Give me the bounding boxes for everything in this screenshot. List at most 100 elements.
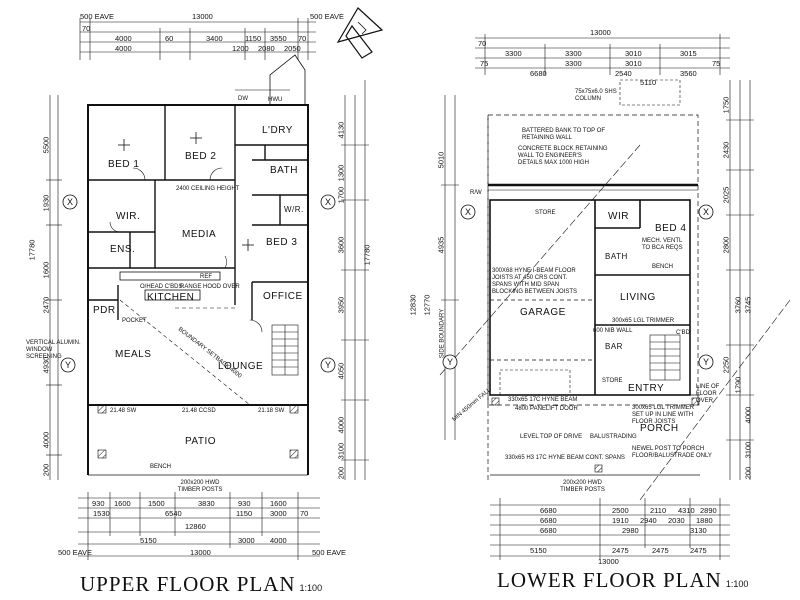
lower-bot-dim4: 2475: [690, 546, 707, 555]
lower-right-dim: 3760: [733, 296, 743, 314]
lower-bot-dim4: 2475: [652, 546, 669, 555]
lower-dim-top: 3010: [625, 49, 642, 58]
upper-bot-dim: 1600: [270, 499, 287, 508]
note-hwu: HWU: [268, 97, 283, 103]
lower-plan: [439, 34, 791, 560]
upper-bot-eave-right: 500 EAVE: [312, 548, 347, 557]
upper-dim-top: 70: [298, 34, 307, 43]
upper-left-dim: 2470: [41, 296, 51, 314]
lower-left-dim: 5010: [436, 151, 446, 169]
lower-right-dim: 2025: [721, 186, 731, 204]
room-lounge: LOUNGE: [218, 361, 264, 372]
lower-bot-dim: 6680: [540, 506, 557, 515]
note-rw: R/W: [470, 190, 482, 196]
lower-bot-total: 13000: [598, 557, 619, 566]
upper-dim-top: 3400: [206, 34, 223, 43]
note-rangehood: RANGE HOOD OVER: [180, 284, 240, 290]
upper-dim-top: 4000: [115, 34, 132, 43]
upper-bot-dim3: 3000: [238, 536, 255, 545]
grid-y-left: Y: [65, 360, 72, 370]
lower-dim-overall-top: 13000: [590, 28, 611, 37]
upper-side-dimensions: [46, 80, 369, 480]
lower-bottom-dimensions: [490, 498, 730, 560]
upper-dim-top2: 2080: [258, 44, 275, 53]
upper-dim-top: 60: [165, 34, 174, 43]
note-floor-line: LINE OF FLOOR OVER: [696, 384, 720, 404]
lower-right-dim: 4000: [743, 406, 753, 424]
note-beam1: 21.48 SW: [110, 408, 137, 414]
upper-top-dimensions: [79, 18, 316, 60]
lower-dim-top2: 6680: [530, 69, 547, 78]
upper-dim-top: 3550: [270, 34, 287, 43]
note-posts: 200x200 HWD TIMBER POSTS: [177, 480, 223, 493]
lower-dim-top1b: 3010: [625, 59, 642, 68]
note-beam: 330x65 17C HYNE BEAM: [508, 397, 578, 403]
upper-dim-70: 70: [82, 24, 91, 33]
note-panel: 4800 PANELIFT DOOR: [515, 406, 578, 412]
note-nib: 600 NIB WALL: [593, 328, 633, 334]
lower-grid-y-right: Y: [703, 357, 710, 367]
kitchen-bench: [119, 271, 221, 281]
note-joists: 300X68 HYNE I-BEAM FLOOR JOISTS AT 450 C…: [492, 268, 578, 295]
upper-right-dim: 1300: [336, 164, 346, 182]
lower-right-dim: 200: [743, 466, 753, 480]
lower-bot-dim2: 2940: [640, 516, 657, 525]
upper-left-dim: 1600: [41, 261, 51, 279]
room-porch: PORCH: [640, 423, 679, 434]
upper-bot-dim2: 1530: [93, 509, 110, 518]
door-swings: [109, 167, 263, 333]
room-wr: W/R.: [284, 205, 304, 214]
note-side-boundary: SIDE BOUNDARY: [439, 308, 446, 359]
upper-right-dim: 4050: [336, 362, 346, 380]
note-baltrade: BALUSTRADING: [590, 434, 637, 440]
upper-bot-dim3: 4000: [270, 536, 287, 545]
upper-left-dim: 4000: [41, 431, 51, 449]
upper-left-dim: 4930: [41, 356, 51, 374]
lower-left-dim: 4935: [436, 236, 446, 254]
room-lower-store2: STORE: [602, 378, 623, 384]
note-newel: NEWEL POST TO PORCH FLOOR/BALUSTRADE ONL…: [632, 446, 712, 459]
room-patio: PATIO: [185, 436, 217, 447]
upper-bot-dim2: 3000: [270, 509, 287, 518]
room-garage: GARAGE: [520, 307, 566, 318]
grid-y-right: Y: [325, 360, 332, 370]
note-column: 75x75x6.0 SHS COLUMN: [575, 89, 617, 102]
lower-bot-dim4: 5150: [530, 546, 547, 555]
lower-bot-dim3: 2980: [622, 526, 639, 535]
lower-dim-70: 70: [478, 39, 487, 48]
room-bed4: BED 4: [655, 223, 687, 234]
upper-walls: [87, 104, 309, 476]
room-pdr: PDR: [93, 305, 116, 316]
upper-right-dim: 3950: [336, 296, 346, 314]
room-bed2: BED 2: [185, 151, 217, 162]
lower-right-dim: 1750: [721, 96, 731, 114]
upper-dim-top2: 4000: [115, 44, 132, 53]
room-lower-bath: BATH: [605, 252, 628, 261]
upper-plan: [46, 18, 369, 560]
note-beam3: 21.18 SW: [258, 408, 285, 414]
lower-right-dim: 2800: [721, 236, 731, 254]
room-bar: BAR: [605, 342, 623, 351]
note-cont: 330x65 H3 17C HYNE BEAM CONT. SPANS: [505, 455, 625, 461]
upper-grid-markers: [60, 194, 336, 373]
upper-dim-top2: 2050: [284, 44, 301, 53]
note-dw: DW: [238, 96, 248, 102]
lower-bot-dim3: 3130: [690, 526, 707, 535]
upper-right-dim: 4000: [336, 416, 346, 434]
lower-left-total2: 12830: [408, 294, 418, 316]
lower-dim-top1b: 75: [480, 59, 489, 68]
upper-left-dim: 200: [41, 463, 51, 477]
room-bed1: BED 1: [108, 159, 140, 170]
upper-internal-walls: [88, 105, 308, 320]
lower-bot-dim: 2500: [612, 506, 629, 515]
lower-right-dim: 3745: [743, 296, 753, 314]
upper-bot-dim2: 1150: [236, 509, 253, 518]
upper-bot-eave-left: 500 EAVE: [58, 548, 93, 557]
room-lower-wir: WIR: [608, 211, 629, 222]
room-entry: ENTRY: [628, 383, 665, 394]
lower-grid-x-left: X: [465, 207, 472, 217]
